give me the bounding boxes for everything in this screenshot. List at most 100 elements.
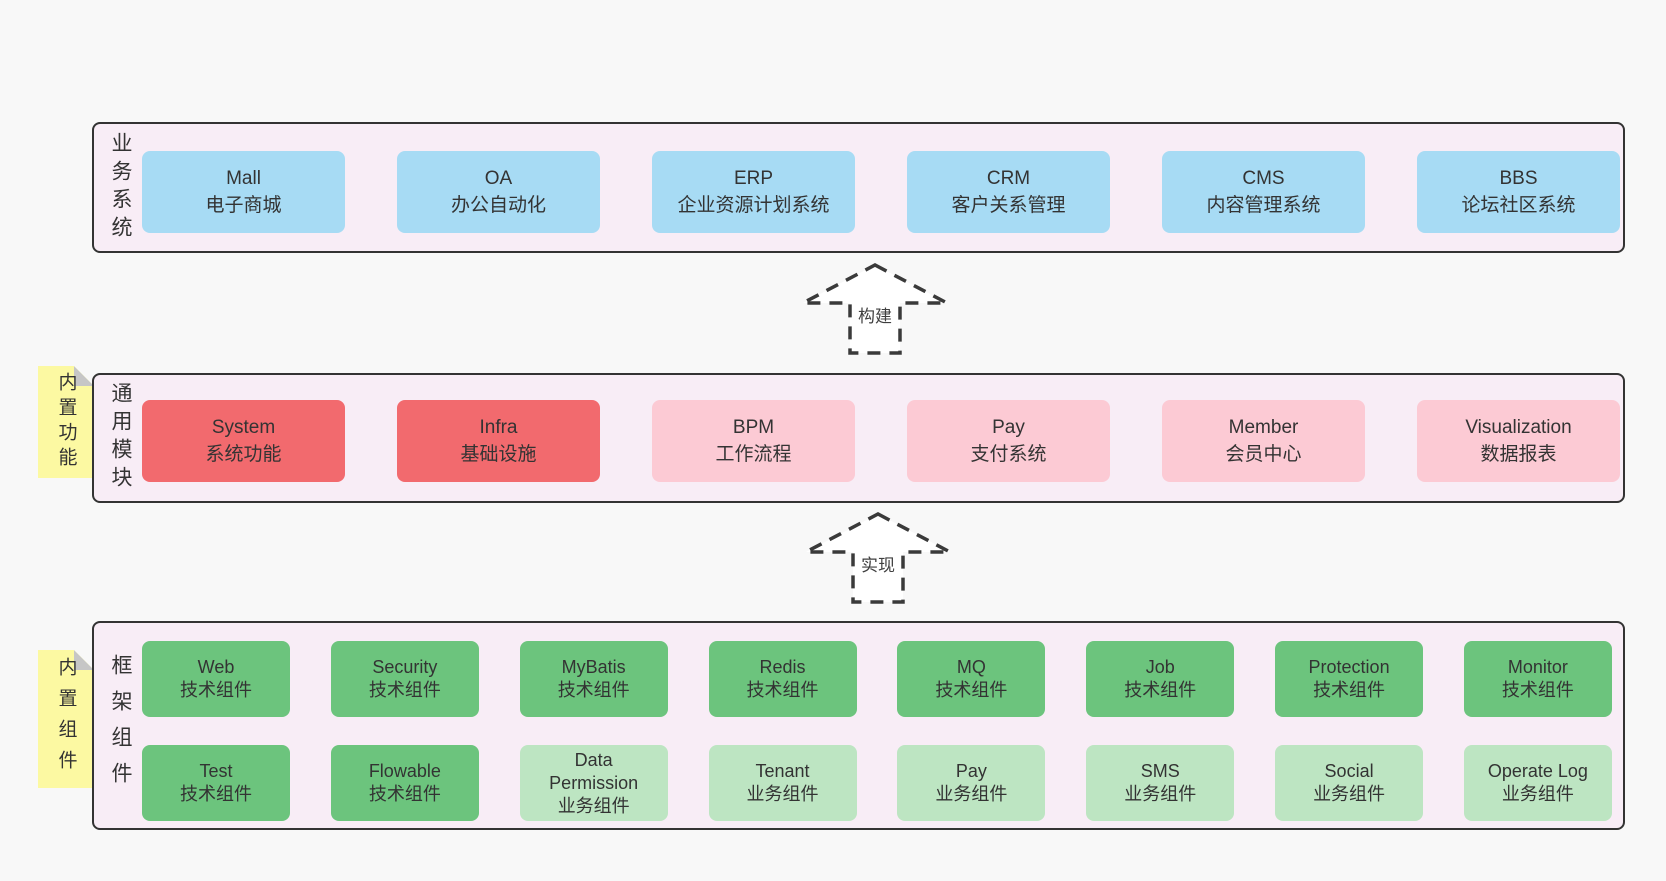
box-subtitle: 基础设施 <box>460 444 537 465</box>
dashed-up-arrow-icon <box>802 263 948 355</box>
box-subtitle: 技术组件 <box>368 680 441 700</box>
box-member: Member 会员中心 <box>1162 400 1365 482</box>
box-crm: CRM 客户关系管理 <box>907 151 1110 233</box>
box-security: Security 技术组件 <box>330 641 479 717</box>
box-subtitle: 技术组件 <box>1313 680 1386 700</box>
built-in-features-tab: 内置功能 <box>38 366 94 478</box>
box-subtitle: 技术组件 <box>746 680 819 700</box>
box-title: Infra <box>479 417 518 438</box>
box-pay-component: Pay 业务组件 <box>897 745 1046 821</box>
panel-label: 业务系统 <box>109 131 132 244</box>
box-title: OA <box>484 168 513 189</box>
box-oa: OA 办公自动化 <box>397 151 600 233</box>
box-subtitle: 技术组件 <box>180 680 252 700</box>
box-title: Operate Log <box>1487 761 1588 781</box>
box-subtitle: 业务组件 <box>746 784 819 804</box>
box-title: Redis <box>759 657 806 677</box>
box-bbs: BBS 论坛社区系统 <box>1417 151 1620 233</box>
box-subtitle: 客户关系管理 <box>951 195 1066 216</box>
box-infra: Infra 基础设施 <box>397 400 600 482</box>
box-erp: ERP 企业资源计划系统 <box>652 151 855 233</box>
box-subtitle: 技术组件 <box>180 784 252 804</box>
box-subtitle: 内容管理系统 <box>1206 195 1321 216</box>
box-title: MyBatis <box>561 657 626 677</box>
box-title: BBS <box>1499 168 1538 189</box>
box-title: Job <box>1145 657 1175 677</box>
box-title: Pay <box>992 417 1025 438</box>
business-systems-row: Mall 电子商城 OA 办公自动化 ERP 企业资源计划系统 CRM 客户关系… <box>142 151 1620 233</box>
box-title: MQ <box>956 657 986 677</box>
box-title: Pay <box>955 761 987 781</box>
arrow-label: 实现 <box>861 556 895 575</box>
box-data-permission: Data Permission 业务组件 <box>519 745 668 821</box>
box-operate-log: Operate Log 业务组件 <box>1463 745 1612 821</box>
box-subtitle: 业务组件 <box>557 795 630 816</box>
box-tenant: Tenant 业务组件 <box>708 745 857 821</box>
box-subtitle: 办公自动化 <box>450 195 546 216</box>
box-title: BPM <box>732 417 775 438</box>
dashed-up-arrow-icon <box>805 512 951 604</box>
framework-components-panel: 框架组件 Web 技术组件 Security 技术组件 MyBatis 技术组件… <box>92 621 1625 830</box>
tech-components-row: Web 技术组件 Security 技术组件 MyBatis 技术组件 Redi… <box>142 641 1612 717</box>
box-title: Monitor <box>1507 657 1568 677</box>
box-test: Test 技术组件 <box>142 745 290 821</box>
box-web: Web 技术组件 <box>142 641 290 717</box>
common-modules-row: System 系统功能 Infra 基础设施 BPM 工作流程 Pay 支付系统… <box>142 400 1620 482</box>
box-subtitle: 业务组件 <box>1501 784 1574 804</box>
box-social: Social 业务组件 <box>1275 745 1424 821</box>
box-subtitle: 业务组件 <box>935 784 1008 804</box>
box-title: Social <box>1324 761 1374 781</box>
box-subtitle: 技术组件 <box>557 680 630 700</box>
biz-components-row: Test 技术组件 Flowable 技术组件 Data Permission … <box>142 745 1612 821</box>
box-subtitle: 工作流程 <box>715 444 792 465</box>
box-subtitle: 技术组件 <box>1124 680 1197 700</box>
box-protection: Protection 技术组件 <box>1275 641 1424 717</box>
box-subtitle: 业务组件 <box>1124 784 1197 804</box>
box-title: Flowable <box>368 761 441 781</box>
box-title: Protection <box>1308 657 1390 677</box>
box-subtitle: 电子商城 <box>205 195 282 216</box>
box-mybatis: MyBatis 技术组件 <box>519 641 668 717</box>
box-visualization: Visualization 数据报表 <box>1417 400 1620 482</box>
tab-label: 内置组件 <box>55 657 77 781</box>
box-subtitle: 系统功能 <box>205 444 282 465</box>
box-title: CMS <box>1242 168 1285 189</box>
box-flowable: Flowable 技术组件 <box>330 745 479 821</box>
box-subtitle: 会员中心 <box>1225 444 1302 465</box>
box-monitor: Monitor 技术组件 <box>1463 641 1612 717</box>
panel-label: 通用模块 <box>109 382 132 494</box>
box-mq: MQ 技术组件 <box>897 641 1046 717</box>
box-title: Web <box>197 657 235 677</box>
box-redis: Redis 技术组件 <box>708 641 857 717</box>
box-title: System <box>211 417 276 438</box>
box-title: Data Permission <box>549 749 639 793</box>
box-subtitle: 技术组件 <box>368 784 441 804</box>
arrow-label: 构建 <box>858 307 892 326</box>
box-bpm: BPM 工作流程 <box>652 400 855 482</box>
box-title: Visualization <box>1465 417 1572 438</box>
box-sms: SMS 业务组件 <box>1086 745 1235 821</box>
tab-label: 内置功能 <box>55 372 77 472</box>
box-title: Mall <box>226 168 261 189</box>
box-title: CRM <box>986 168 1031 189</box>
box-title: ERP <box>733 168 774 189</box>
box-job: Job 技术组件 <box>1086 641 1235 717</box>
business-systems-panel: 业务系统 Mall 电子商城 OA 办公自动化 ERP 企业资源计划系统 CRM… <box>92 122 1625 253</box>
box-mall: Mall 电子商城 <box>142 151 345 233</box>
box-title: Member <box>1228 417 1299 438</box>
box-subtitle: 业务组件 <box>1313 784 1386 804</box>
box-cms: CMS 内容管理系统 <box>1162 151 1365 233</box>
box-title: Test <box>199 761 233 781</box>
box-subtitle: 支付系统 <box>970 444 1047 465</box>
box-subtitle: 论坛社区系统 <box>1461 195 1576 216</box>
box-title: SMS <box>1140 761 1180 781</box>
implement-arrow: 实现 <box>803 511 953 605</box>
box-subtitle: 技术组件 <box>935 680 1008 700</box>
box-title: Security <box>372 657 438 677</box>
box-subtitle: 数据报表 <box>1480 444 1557 465</box>
built-in-components-tab: 内置组件 <box>38 650 94 788</box>
box-system: System 系统功能 <box>142 400 345 482</box>
build-arrow: 构建 <box>800 262 950 356</box>
box-title: Tenant <box>755 761 810 781</box>
